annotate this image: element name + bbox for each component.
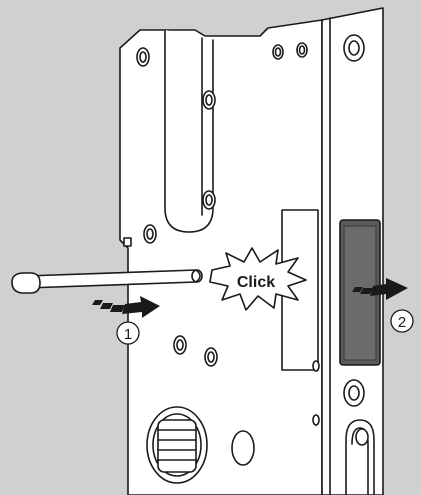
case-rivets [136,42,320,426]
case-notch [123,237,132,247]
key-rod [11,269,203,294]
step-1-marker: 1 [116,321,140,345]
step-2-marker: 2 [390,309,414,333]
latch-bolt [339,219,381,366]
step-2-number: 2 [398,314,406,331]
step-2-arrow [352,278,408,300]
click-label: Click [237,274,275,291]
oval-hole [231,430,255,466]
cylinder-slot [345,419,375,495]
lock-case-slot [164,29,214,233]
step-1-number: 1 [124,326,132,343]
step-1-arrow [92,296,160,318]
follower-hub [146,406,208,484]
faceplate-screw-top [343,34,365,62]
faceplate-screw-bottom [343,379,365,407]
click-callout: Click [209,247,307,311]
